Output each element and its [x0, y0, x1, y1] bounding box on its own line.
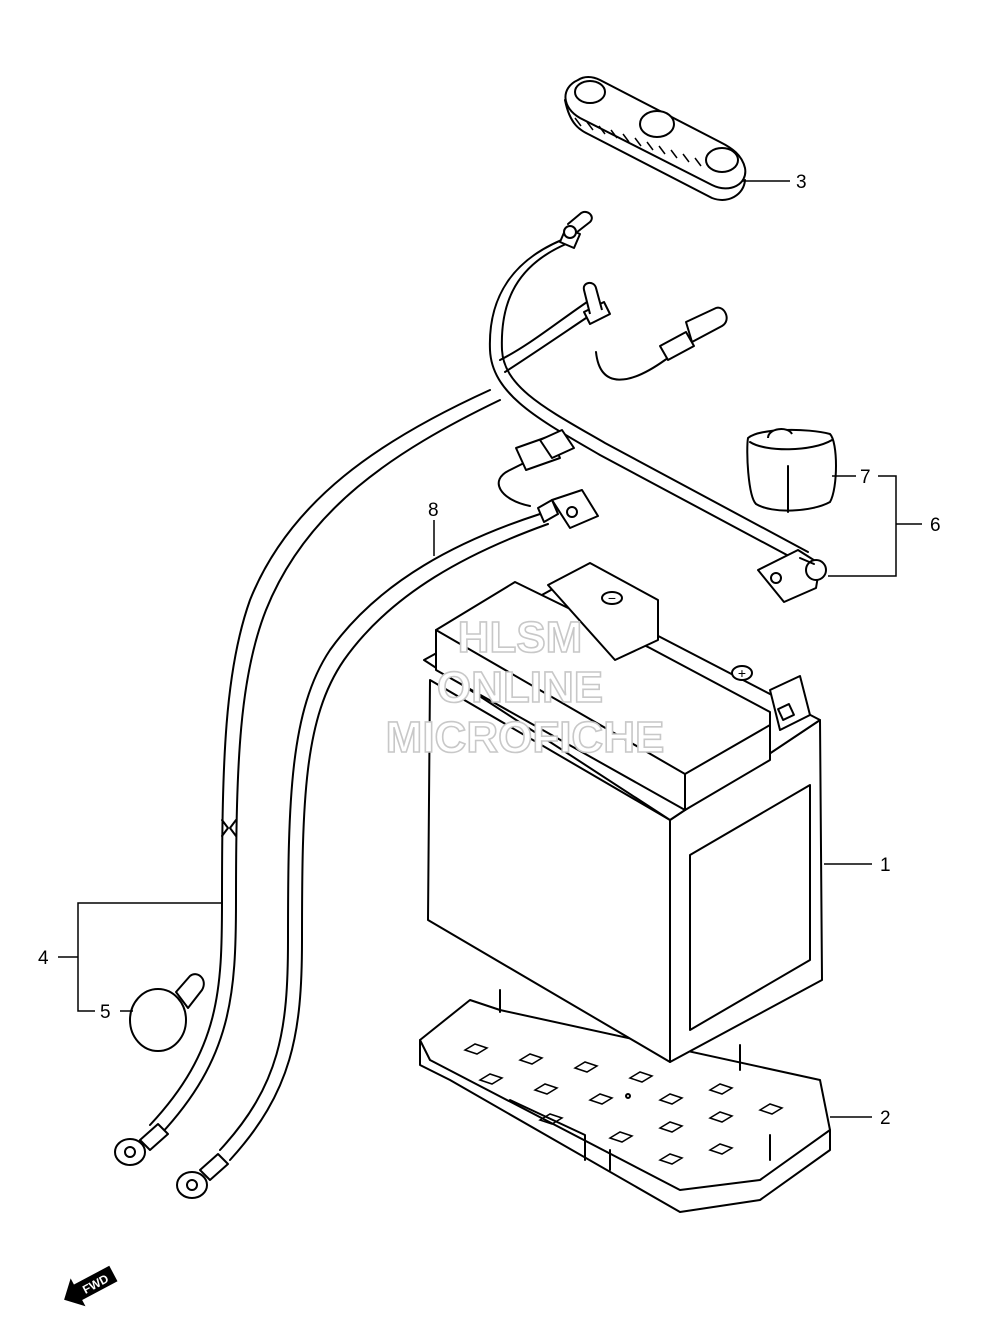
callout-7: 7	[860, 467, 871, 488]
watermark-line-3: MICROFICHE	[386, 713, 665, 762]
callout-3: 3	[796, 172, 807, 193]
minus-terminal-symbol: −	[608, 590, 616, 606]
part-2-battery-tray	[419, 989, 831, 1213]
part-3-terminal-cover	[564, 76, 747, 201]
callout-4: 4	[38, 948, 49, 969]
part-4-negative-cable	[114, 282, 728, 1166]
part-1-battery: − +	[423, 562, 823, 1063]
part-7-terminal-boot	[746, 428, 837, 513]
watermark-line-2: ONLINE	[437, 663, 603, 712]
part-5-terminal-cap	[129, 973, 205, 1052]
callout-5: 5	[100, 1002, 111, 1023]
plus-terminal-symbol: +	[738, 665, 746, 681]
watermark: HLSM ONLINE MICROFICHE	[385, 612, 665, 763]
fwd-arrow-icon: FWD	[64, 1265, 118, 1307]
callout-2: 2	[880, 1108, 891, 1129]
callout-1: 1	[880, 855, 891, 876]
watermark-line-1: HLSM	[458, 613, 583, 662]
part-6-positive-cable	[488, 210, 827, 603]
callouts: 1 2 3 4 5 7 6 8	[38, 172, 941, 1129]
part-8-lead-wire	[176, 429, 599, 1199]
callout-6: 6	[930, 515, 941, 536]
callout-8: 8	[428, 500, 439, 521]
